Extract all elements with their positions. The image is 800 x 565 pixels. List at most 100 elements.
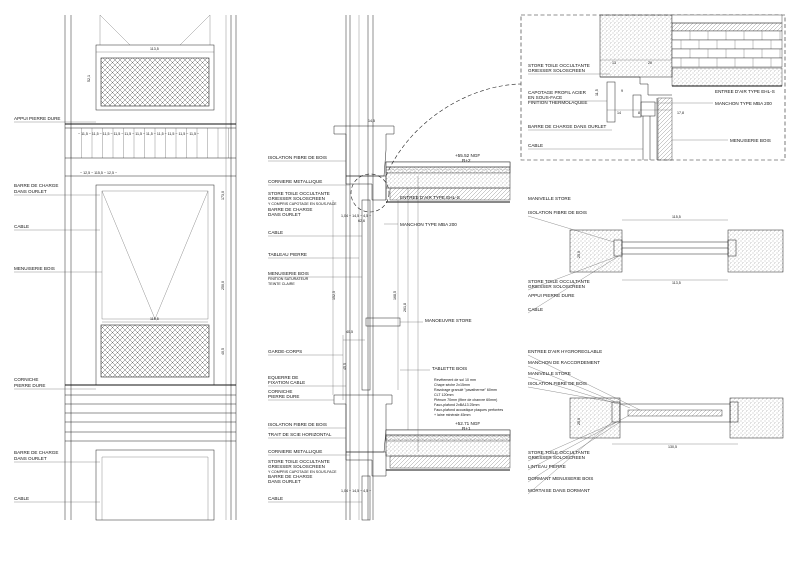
label-detail-barre: BARRE DE CHARGE DANS OURLET: [528, 124, 607, 129]
balcony-grille-top: [100, 57, 210, 107]
label-store-1c: Y COMPRIS CAPOTAGE EN SOUS-FACE: [268, 202, 337, 206]
label-menuiserie-c: TEINTE CLAIRE: [268, 282, 295, 286]
dim-joint-chain: ~ 11,5 ~ 11,5 ~ 11,5 ~ 11,5 ~ 11,5 ~ 11,…: [78, 132, 199, 136]
label-plan2-linteau: LINTEAU PIERRE: [528, 464, 566, 469]
label-garde-corps: GARDE-CORPS: [268, 349, 302, 354]
label-plan2-store-a: STORE TOILE OCCULTANTE: [528, 450, 590, 455]
label-store-2c: Y COMPRIS CAPOTAGE EN SOUS-FACE: [268, 470, 337, 474]
label-corniche-b: PIERRE DURE: [268, 394, 299, 399]
label-detail-store-b: GRIESSER SOLOSCREEN: [528, 68, 585, 73]
label-plan1-store-b: GRIESSER SOLOSCREEN: [528, 284, 585, 289]
block-course: [671, 48, 783, 59]
dim-detail-14: 14: [617, 111, 621, 115]
label-level-2a: +52.71 NGF: [455, 421, 480, 426]
dim-plan1-w2: 113,5: [672, 281, 681, 285]
label-barre-2a: BARRE DE CHARGE: [268, 474, 312, 479]
dim-detail-115: 11,5: [595, 89, 599, 96]
label-menuiserie-b: FINITION SATURATEUR: [268, 277, 309, 281]
label-detail-entree: ENTREE D'AIR TYPE EHL-S: [715, 89, 775, 94]
plan-view-lintel: 130,5 25,0 ENTREE D'AIR HYGROREGLABLE MA…: [527, 349, 784, 495]
label-plan2-entree: ENTREE D'AIR HYGROREGLABLE: [528, 349, 602, 354]
label-store-1b: GRIESSER SOLOSCREEN: [268, 196, 325, 201]
label-barre-1b: DANS OURLET: [268, 212, 301, 217]
dim-top-width: 113,5: [150, 47, 159, 51]
floor-note-4: CLT 120mm: [434, 393, 453, 397]
label-level-1b: R+2: [462, 158, 471, 163]
label-plan2-isolation: ISOLATION FIBRE DE BOIS: [528, 381, 587, 386]
detail-top-view: 13 20 11,5 9 14 8 17,8 STORE TOILE OCCUL…: [520, 14, 786, 161]
label-tableau: TABLEAU PIERRE: [268, 252, 307, 257]
label-menuiserie: MENUISERIE BOIS: [14, 266, 55, 271]
label-cable-1: CABLE: [268, 230, 283, 235]
label-appui: APPUI PIERRE DURE: [14, 116, 60, 121]
label-barre-1a: BARRE DE CHARGE: [268, 207, 312, 212]
dim-plan1-w1: 115,5: [672, 215, 681, 219]
label-trait: TRAIT DE SCIE HORIZONTAL: [268, 432, 332, 437]
label-detail-capot-a: CAPOTAGE PROFIL ACIER: [528, 90, 587, 95]
dim-detail-13: 13: [612, 61, 616, 65]
plan-view-sill: 115,5 113,5 25,0 MANIVELLE STORE ISOLATI…: [527, 196, 784, 314]
label-store-2a: STORE TOILE OCCULTANTE: [268, 459, 330, 464]
label-isolation-1: ISOLATION FIBRE DE BOIS: [268, 155, 327, 160]
label-plan2-mortaise: MORTAISE DANS DORMANT: [528, 488, 590, 493]
dim-section-h5: 40,5: [346, 330, 353, 334]
label-barre-2b: DANS OURLET: [14, 456, 47, 461]
label-cable-1: CABLE: [14, 224, 29, 229]
dim-detail-20: 20: [648, 61, 652, 65]
dim-detail-178: 17,8: [677, 111, 684, 115]
floor-note-2: Chape sèche 2x15mm: [434, 383, 470, 387]
label-corniche-a: CORNICHE: [268, 389, 293, 394]
label-corniche-b: PIERRE DURE: [14, 383, 45, 388]
label-plan1-cable: CABLE: [528, 307, 543, 312]
dim-detail-8: 8: [638, 111, 640, 115]
detail-callout-arc: [385, 83, 522, 177]
label-corniche-a: CORNICHE: [14, 377, 39, 382]
dim-right-mid: 173,0: [221, 191, 225, 200]
floor-note-8: + laine minérale 45mm: [434, 413, 470, 417]
floor-note-5: Plénum 70mm (fibre de chanvre 60mm): [434, 398, 497, 402]
label-detail-store-a: STORE TOILE OCCULTANTE: [528, 63, 590, 68]
dim-section-d2: 62,6: [358, 219, 365, 223]
dim-window-chain: ~ 12,5 ~ 115,5 ~ 12,5 ~: [80, 171, 117, 175]
label-plan2-dormant: DORMANT MENUISERIE BOIS: [528, 476, 593, 481]
label-barre-2a: BARRE DE CHARGE: [14, 450, 58, 455]
label-plan1-store-a: STORE TOILE OCCULTANTE: [528, 279, 590, 284]
dim-plan2-w1: 130,5: [668, 445, 677, 449]
dim-total-height: 250,0: [221, 281, 225, 290]
label-level-2b: R+1: [462, 426, 471, 431]
floor-build-up-list: Revêtement de sol 10 mm Chape sèche 2x15…: [434, 378, 503, 417]
dim-plan2-d25: 25,0: [577, 418, 581, 425]
floor-note-7: Faux-plafond acoustique plaques perforée…: [434, 408, 503, 412]
label-equerre-a: EQUERRE DE: [268, 375, 298, 380]
label-plan1-manivelle: MANIVELLE STORE: [528, 196, 571, 201]
label-plan1-isolation: ISOLATION FIBRE DE BOIS: [528, 210, 587, 215]
block-course: [671, 39, 783, 50]
label-isolation-2: ISOLATION FIBRE DE BOIS: [268, 422, 327, 427]
label-tablette: TABLETTE BOIS: [432, 366, 467, 371]
label-barre-2b: DANS OURLET: [268, 479, 301, 484]
section-left-labels: ISOLATION FIBRE DE BOIS CORNIERE METALLI…: [268, 155, 362, 503]
label-plan2-store-b: GRIESSER SOLOSCREEN: [528, 455, 585, 460]
block-course: [671, 57, 783, 68]
label-detail-capot-c: FINITION THERMOLAQUEE: [528, 100, 587, 105]
label-menuiserie-a: MENUISERIE BOIS: [268, 271, 309, 276]
label-plan2-manivelle: MANIVELLE STORE: [528, 371, 571, 376]
floor-note-3: Ravoirage granulé "pavatherme" 60mm: [434, 388, 497, 392]
dim-plan1-d25: 25,0: [577, 251, 581, 258]
dim-detail-9: 9: [621, 89, 623, 93]
label-store-2b: GRIESSER SOLOSCREEN: [268, 464, 325, 469]
balcony-grille-mid: [100, 324, 210, 378]
block-course: [671, 30, 783, 41]
dim-section-d1: 14,5: [368, 119, 375, 123]
floor-note-6: Faux-plafond 2xBA13 25mm: [434, 403, 480, 407]
dim-section-h2: 168,5: [393, 291, 397, 300]
dim-section-h3: 261,8: [403, 303, 407, 312]
label-equerre-b: FIXATION CABLE: [268, 380, 305, 385]
label-plan1-appui: APPUI PIERRE DURE: [528, 293, 574, 298]
label-manchon: MANCHON TYPE MBA 200: [400, 222, 457, 227]
dim-section-d3-low: 1,04 ~ 14,5 ~ 4,5 ~: [341, 489, 371, 493]
dim-section-d3: 1,04 ~ 14,5 ~ 4,5 ~: [341, 214, 371, 218]
label-cable-2: CABLE: [14, 496, 29, 501]
dim-section-h1: 152,5: [332, 291, 336, 300]
